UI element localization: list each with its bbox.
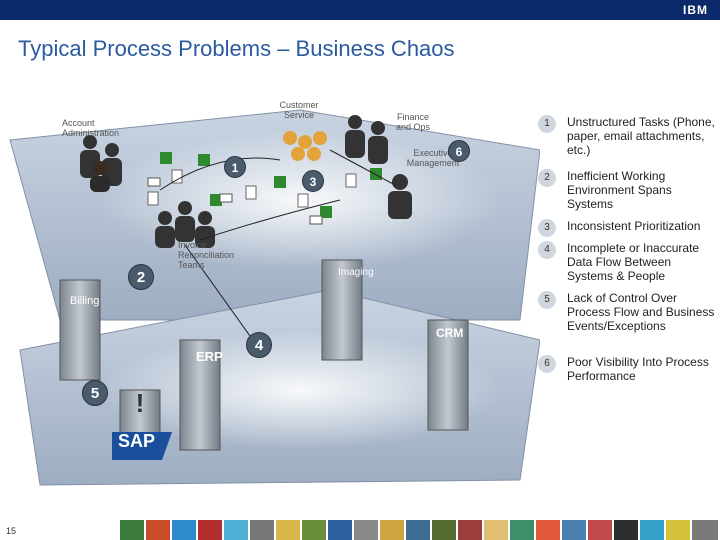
number-bullet: 5 <box>538 291 556 309</box>
problem-text: Poor Visibility Into Process Performance <box>567 355 709 383</box>
number-bullet: 4 <box>538 241 556 259</box>
label-imaging: Imaging <box>338 267 374 278</box>
problem-text: Lack of Control Over Process Flow and Bu… <box>567 291 715 333</box>
problem-text: Incomplete or Inaccurate Data Flow Betwe… <box>567 241 700 283</box>
slide-title: Typical Process Problems – Business Chao… <box>18 36 455 61</box>
svg-text:!: ! <box>136 388 145 418</box>
diagram-badge-3: 3 <box>302 170 324 192</box>
problem-text: Inefficient Working Environment Spans Sy… <box>567 169 672 211</box>
diagram-badge-4: 4 <box>246 332 272 358</box>
paper-icons <box>147 169 357 208</box>
people-account-admin <box>80 135 122 192</box>
label-account-admin: Account Administration <box>62 118 120 138</box>
ibm-logo: IBM <box>683 3 708 17</box>
problem-text: Unstructured Tasks (Phone, paper, email … <box>567 115 715 157</box>
email-icons <box>147 177 323 225</box>
page-number: 15 <box>6 526 17 536</box>
diagram-badge-2: 2 <box>128 264 154 290</box>
sap-logo <box>112 432 172 460</box>
label-billing: Billing <box>70 295 100 307</box>
diagram-badge-1: 1 <box>224 156 246 178</box>
people-customer-service <box>283 131 327 161</box>
person-executive <box>388 174 412 219</box>
number-bullet: 3 <box>538 219 556 237</box>
number-bullet: 2 <box>538 169 556 187</box>
diagram-badge-6: 6 <box>448 140 470 162</box>
people-finance-ops <box>345 115 388 164</box>
label-invoice-recon: Invoice Reconciliation Teams <box>178 240 235 270</box>
process-diagram: ! Account Administration Customer Servic… <box>0 90 541 510</box>
label-finance-ops: Finance and Ops <box>395 112 431 132</box>
label-erp: ERP <box>196 349 223 364</box>
people-invoice-team <box>155 201 215 248</box>
server-billing <box>59 279 101 381</box>
problem-text: Inconsistent Prioritization <box>567 219 701 233</box>
number-bullet: 1 <box>538 115 556 133</box>
excel-icons <box>160 152 382 218</box>
server-crm <box>427 319 469 431</box>
server-erp <box>179 339 221 451</box>
server-imaging <box>321 259 363 361</box>
diagram-badge-5: 5 <box>82 380 108 406</box>
label-customer-service: Customer Service <box>279 100 319 120</box>
top-bar: IBM <box>0 0 720 20</box>
footer-strip: 15 <box>0 518 720 540</box>
footer-pattern <box>120 520 718 540</box>
number-bullet: 6 <box>538 355 556 373</box>
flow-arrows <box>159 149 396 351</box>
label-crm: CRM <box>436 326 464 340</box>
label-sap: SAP <box>118 431 156 451</box>
label-executive-mgmt: Executive Management <box>406 148 460 168</box>
